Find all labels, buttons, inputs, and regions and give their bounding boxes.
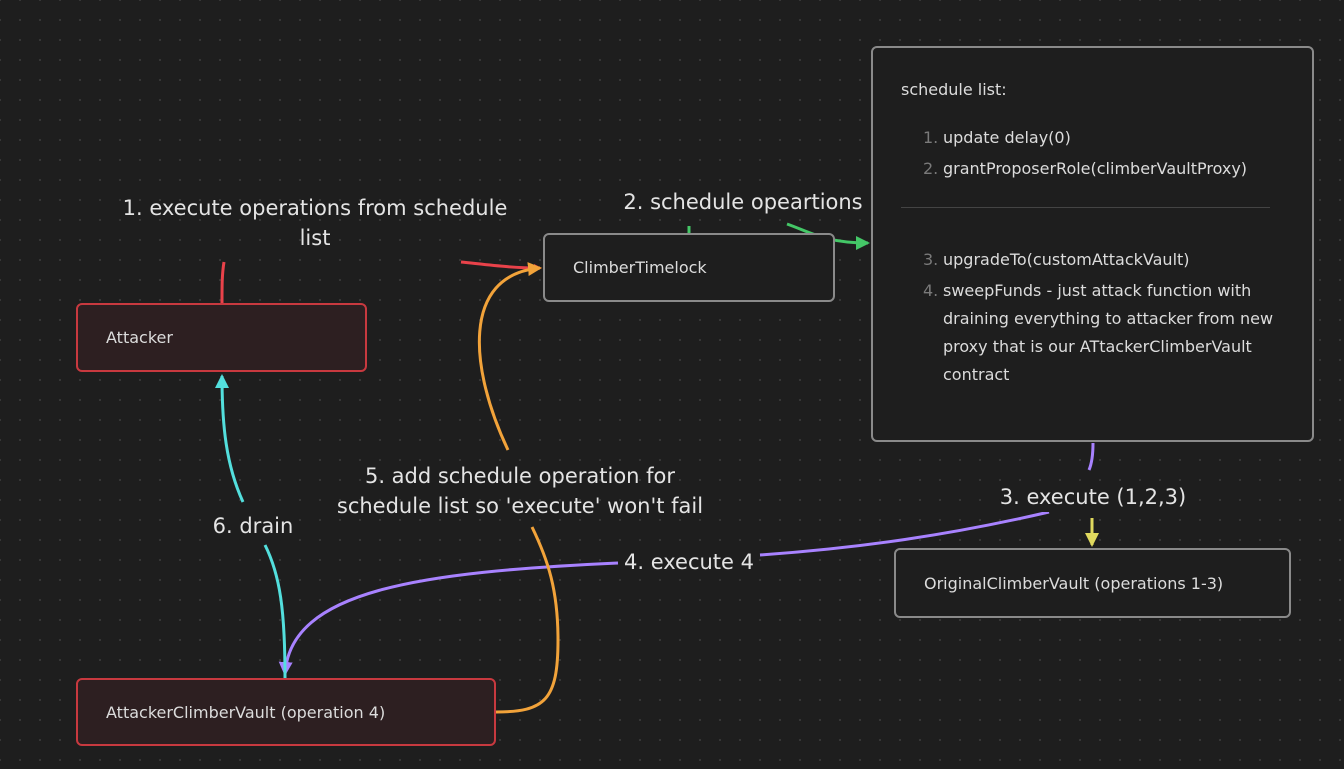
schedule-list-item: 3.upgradeTo(customAttackVault) [901, 246, 1284, 274]
list-item-number: 1. [923, 128, 939, 147]
schedule-list-item: 2.grantProposerRole(climberVaultProxy) [901, 155, 1284, 183]
list-item-number: 4. [923, 281, 939, 300]
edge-4-execute [759, 510, 1050, 557]
edge-3-execute [1087, 442, 1095, 471]
original-climber-vault-node[interactable]: OriginalClimberVault (operations 1-3) [894, 548, 1291, 618]
edge-label-1: 1. execute operations from schedule list [122, 196, 508, 250]
edge-label-2: 2. schedule opeartions [618, 187, 868, 217]
list-item-text: update delay(0) [943, 128, 1071, 147]
schedule-list-card[interactable]: schedule list: 1.update delay(0) 2.grant… [871, 46, 1314, 442]
edge-label-5: 5. add schedule operation for schedule l… [336, 464, 704, 518]
list-item-number: 2. [923, 159, 939, 178]
climber-timelock-node-label: ClimberTimelock [573, 258, 707, 277]
schedule-list-item: 1.update delay(0) [901, 124, 1284, 152]
attacker-node-label: Attacker [106, 328, 173, 347]
schedule-list-title: schedule list: [901, 80, 1007, 99]
edge-label-4: 4. execute 4 [619, 547, 759, 577]
schedule-list-divider [901, 207, 1270, 208]
edge-label-6: 6. drain [208, 511, 298, 541]
attacker-node[interactable]: Attacker [76, 303, 367, 372]
edge-6-drain [263, 544, 287, 679]
attacker-climber-vault-node-label: AttackerClimberVault (operation 4) [106, 702, 386, 722]
edge-label-3: 3. execute (1,2,3) [997, 482, 1189, 512]
edge-6-arrow-end [215, 374, 245, 503]
climber-timelock-node[interactable]: ClimberTimelock [543, 233, 835, 302]
list-item-text: grantProposerRole(climberVaultProxy) [943, 159, 1248, 178]
schedule-list-group-2: 3.upgradeTo(customAttackVault) 4.sweepFu… [901, 246, 1284, 389]
list-item-text: upgradeTo(customAttackVault) [943, 250, 1190, 269]
attacker-climber-vault-node[interactable]: AttackerClimberVault (operation 4) [76, 678, 496, 746]
list-item-text: sweepFunds - just attack function with d… [943, 281, 1274, 384]
list-item-number: 3. [923, 250, 939, 269]
edge-4-arrow-end [278, 561, 619, 676]
edge-1-execute [220, 261, 226, 304]
edge-5-schedule [495, 526, 560, 714]
edge-5-arrow-end [477, 262, 542, 451]
schedule-list-group-1: 1.update delay(0) 2.grantProposerRole(cl… [901, 124, 1284, 183]
schedule-list-item: 4.sweepFunds - just attack function with… [901, 277, 1284, 389]
edge-1-arrow-end [460, 260, 542, 272]
original-climber-vault-node-label: OriginalClimberVault (operations 1-3) [924, 573, 1224, 593]
